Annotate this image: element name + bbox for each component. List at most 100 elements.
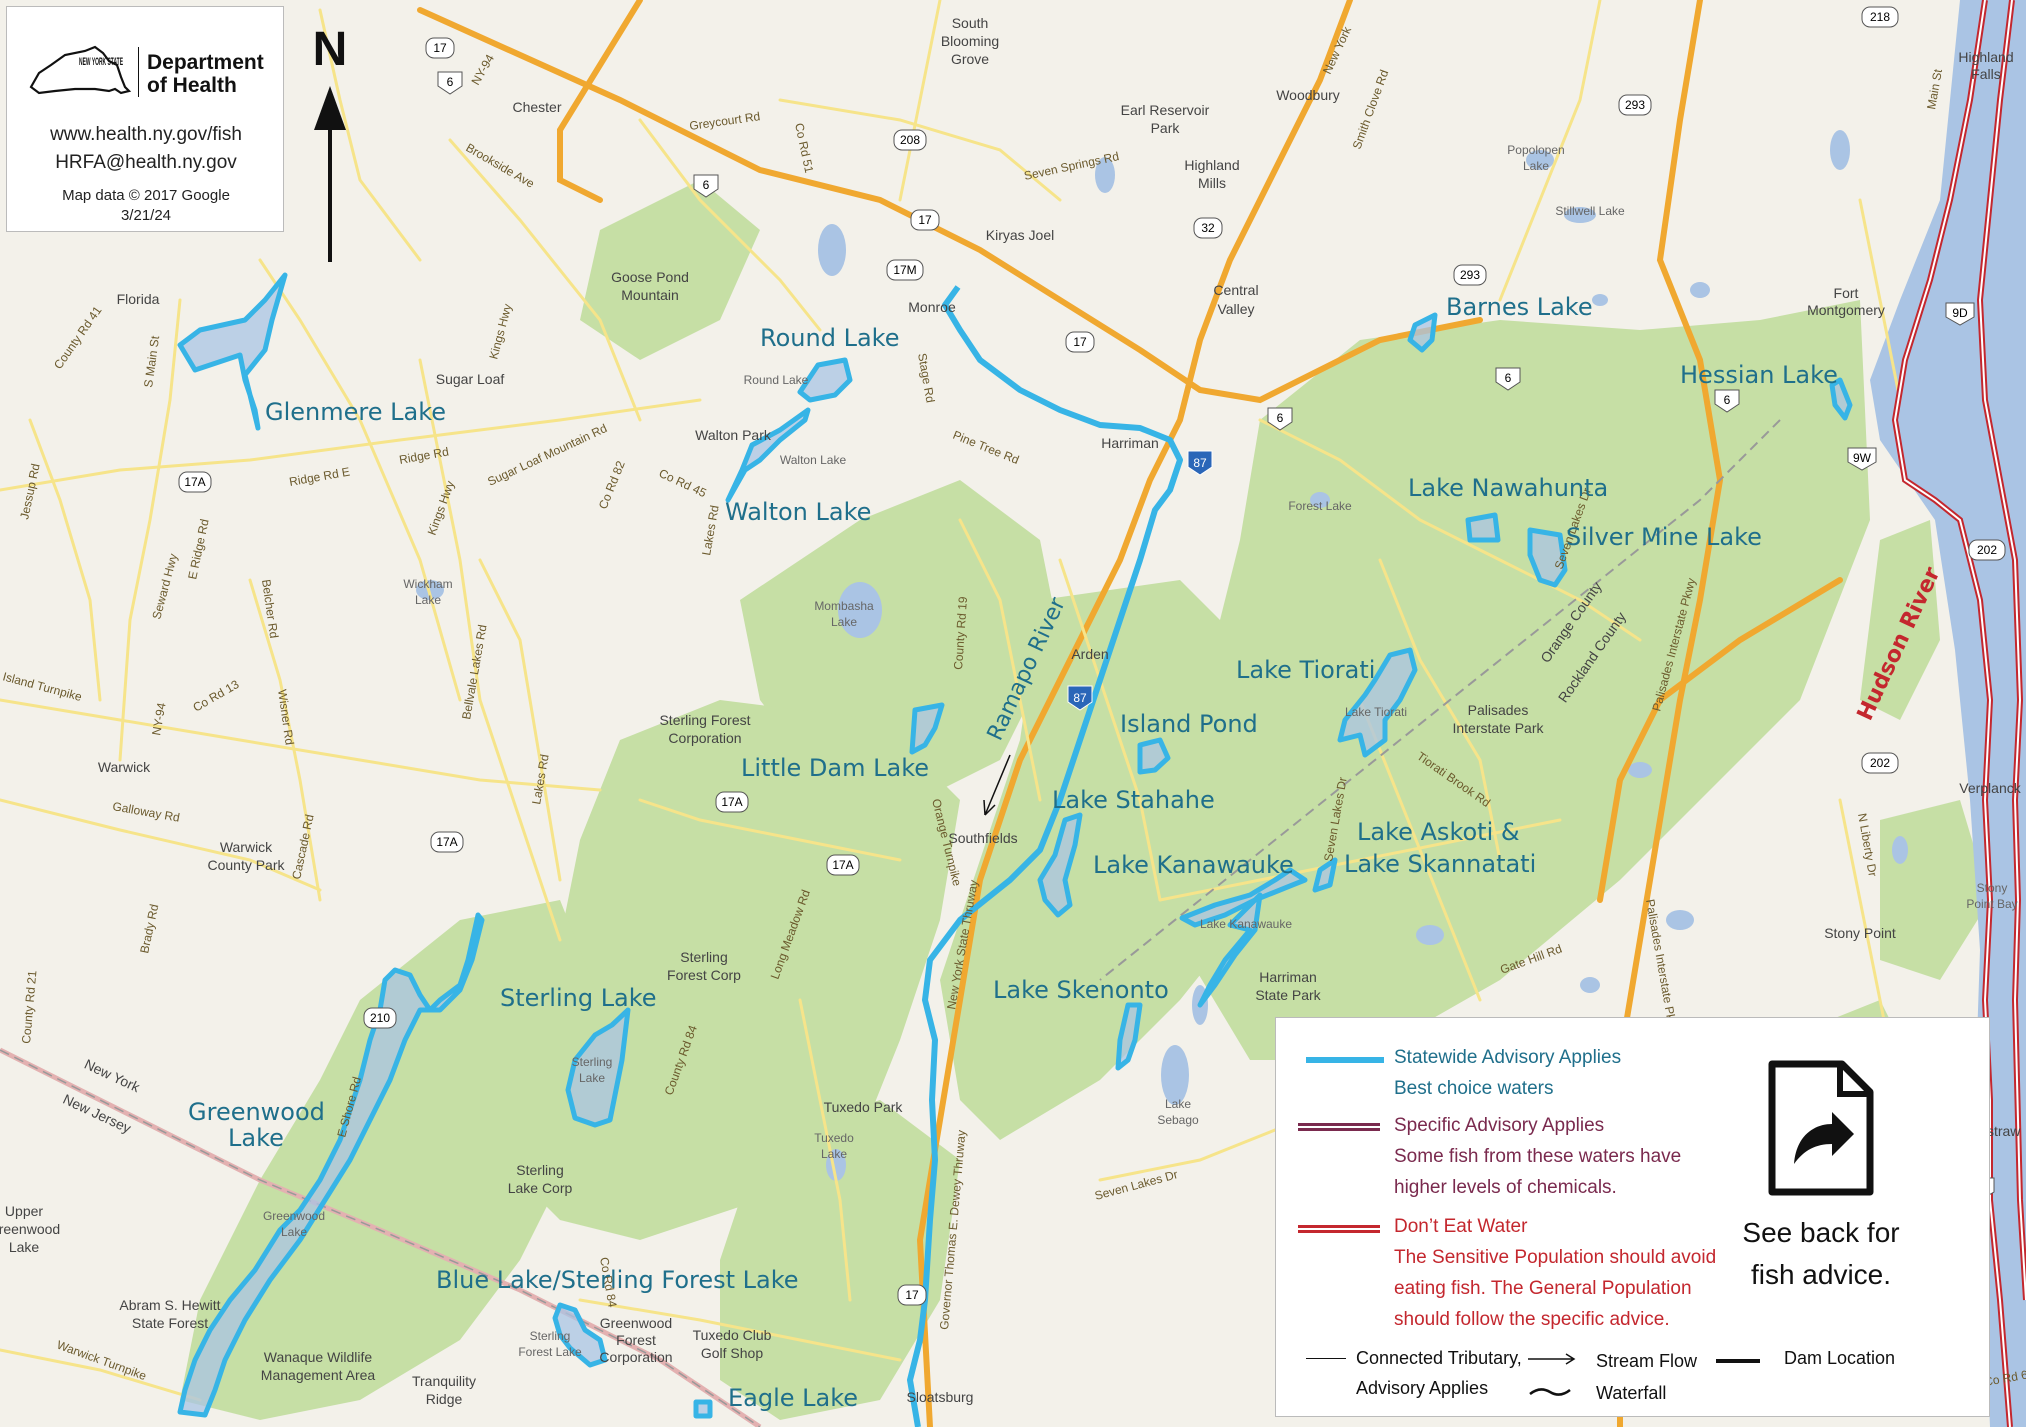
lake-stahahe-outline bbox=[1037, 812, 1083, 918]
label-lake-skenonto: Lake Skenonto bbox=[993, 976, 1169, 1004]
svg-text:Southfields: Southfields bbox=[948, 830, 1017, 846]
glenmere-lake-outline bbox=[177, 272, 288, 431]
svg-text:Lake: Lake bbox=[9, 1239, 40, 1255]
legend-specific-desc2: higher levels of chemicals. bbox=[1394, 1177, 1617, 1198]
svg-text:Valley: Valley bbox=[1217, 301, 1254, 317]
svg-text:County Park: County Park bbox=[207, 857, 285, 873]
lake-kanawauke-outline bbox=[1179, 867, 1308, 928]
svg-text:Sterling Forest: Sterling Forest bbox=[659, 712, 750, 728]
svg-text:Monroe: Monroe bbox=[908, 299, 956, 315]
lake-tiorati-outline bbox=[1337, 647, 1418, 758]
label-silver-mine-lake: Silver Mine Lake bbox=[1566, 523, 1762, 551]
north-label: N bbox=[312, 23, 348, 76]
label-walton-lake: Walton Lake bbox=[725, 498, 871, 526]
dam-location-icon bbox=[1716, 1359, 1760, 1363]
north-arrow: N bbox=[300, 22, 360, 262]
svg-text:Montgomery: Montgomery bbox=[1807, 302, 1885, 318]
hudson-river-advisory bbox=[1891, 0, 2026, 1427]
logo-state-text: NEW YORK STATE bbox=[79, 56, 123, 68]
svg-text:Verplanck: Verplanck bbox=[1959, 780, 2021, 796]
svg-text:Walton Lake: Walton Lake bbox=[780, 453, 847, 467]
svg-text:87: 87 bbox=[1193, 456, 1207, 470]
label-lake-kanawauke: Lake Kanawauke bbox=[1093, 851, 1294, 879]
blue-lake-outline bbox=[552, 1302, 608, 1368]
document-share-icon[interactable] bbox=[1766, 1058, 1876, 1198]
legend-statewide-line bbox=[1306, 1057, 1384, 1063]
svg-text:Falls: Falls bbox=[1971, 66, 2001, 82]
svg-text:Lake: Lake bbox=[1523, 159, 1549, 173]
lake-skannatati-outline bbox=[1197, 892, 1263, 1008]
north-arrow-icon bbox=[314, 86, 346, 262]
legend-dam-label: Dam Location bbox=[1784, 1348, 1896, 1368]
svg-text:Forest Corp: Forest Corp bbox=[667, 967, 741, 983]
legend-statewide-desc: Best choice waters bbox=[1394, 1078, 1554, 1099]
label-lake-askoti: Lake Askoti & bbox=[1357, 818, 1520, 846]
svg-text:Walton Park: Walton Park bbox=[695, 427, 772, 443]
see-back-line1: See back for bbox=[1742, 1217, 1900, 1248]
svg-text:Fort: Fort bbox=[1834, 285, 1859, 301]
svg-text:208: 208 bbox=[900, 133, 920, 147]
label-greenwood: Greenwood bbox=[188, 1098, 325, 1126]
svg-text:Sugar Loaf: Sugar Loaf bbox=[436, 371, 505, 387]
lake-askoti-outline bbox=[1312, 857, 1338, 893]
svg-text:Ridge: Ridge bbox=[426, 1391, 463, 1407]
svg-text:Lake Kanawauke: Lake Kanawauke bbox=[1200, 917, 1292, 931]
svg-text:Sebago: Sebago bbox=[1157, 1113, 1199, 1127]
svg-text:Central: Central bbox=[1213, 282, 1258, 298]
svg-text:87: 87 bbox=[1073, 691, 1087, 705]
svg-text:State Forest: State Forest bbox=[132, 1315, 208, 1331]
svg-text:Sterling: Sterling bbox=[572, 1055, 613, 1069]
svg-text:Lake: Lake bbox=[821, 1147, 847, 1161]
svg-text:32: 32 bbox=[1201, 221, 1215, 235]
svg-text:17A: 17A bbox=[436, 835, 457, 849]
svg-text:Lake: Lake bbox=[415, 593, 441, 607]
svg-text:Grove: Grove bbox=[951, 51, 989, 67]
silver-mine-lake-outline bbox=[1527, 527, 1568, 588]
svg-text:Stillwell Lake: Stillwell Lake bbox=[1555, 204, 1625, 218]
label-hessian-lake: Hessian Lake bbox=[1680, 361, 1838, 389]
svg-text:Corporation: Corporation bbox=[599, 1349, 672, 1365]
label-little-dam-lake: Little Dam Lake bbox=[741, 754, 929, 782]
svg-text:Point Bay: Point Bay bbox=[1966, 897, 2017, 911]
svg-text:Goose Pond: Goose Pond bbox=[611, 269, 689, 285]
svg-text:Corporation: Corporation bbox=[668, 730, 741, 746]
svg-text:Lake Corp: Lake Corp bbox=[508, 1180, 573, 1196]
svg-text:17A: 17A bbox=[832, 858, 853, 872]
lake-skenonto-outline bbox=[1115, 1002, 1143, 1071]
highways bbox=[417, 0, 1843, 1427]
contact-email[interactable]: HRFA@health.ny.gov bbox=[55, 152, 237, 173]
little-dam-lake-outline bbox=[909, 702, 945, 755]
svg-text:Sterling: Sterling bbox=[680, 949, 727, 965]
svg-text:Abram S. Hewitt: Abram S. Hewitt bbox=[119, 1297, 220, 1313]
svg-text:6: 6 bbox=[1277, 411, 1284, 425]
legend-donteat-label: Don’t Eat Water bbox=[1394, 1216, 1528, 1237]
svg-text:Mountain: Mountain bbox=[621, 287, 679, 303]
legend-tributary-label2: Advisory Applies bbox=[1356, 1378, 1489, 1398]
legend-specific-label: Specific Advisory Applies bbox=[1394, 1115, 1605, 1136]
legend-statewide-label: Statewide Advisory Applies bbox=[1394, 1047, 1622, 1068]
legend-tributary-line bbox=[1306, 1358, 1346, 1359]
walton-lake-outline bbox=[725, 407, 811, 503]
svg-text:South: South bbox=[952, 15, 989, 31]
svg-text:Tuxedo Park: Tuxedo Park bbox=[824, 1099, 904, 1115]
svg-text:Stony: Stony bbox=[1977, 881, 2008, 895]
department-name: Department of Health bbox=[147, 51, 264, 97]
website-url[interactable]: www.health.ny.gov/fish bbox=[50, 124, 242, 145]
barnes-lake-outline bbox=[1407, 312, 1438, 353]
route-shields: 17 6 208 6 17 17M 17 32 293 293 6 6 6 9W… bbox=[178, 6, 2006, 1306]
waterfall-icon bbox=[1529, 1388, 1571, 1396]
svg-text:17M: 17M bbox=[893, 263, 916, 277]
svg-text:Interstate Park: Interstate Park bbox=[1452, 720, 1544, 736]
svg-text:Tuxedo Club: Tuxedo Club bbox=[693, 1327, 772, 1343]
stream-flow-arrow bbox=[983, 754, 1011, 816]
label-island-pond: Island Pond bbox=[1120, 710, 1258, 738]
svg-text:6: 6 bbox=[1724, 393, 1731, 407]
label-glenmere-lake: Glenmere Lake bbox=[265, 398, 446, 426]
label-blue-lake: Blue Lake/Sterling Forest Lake bbox=[436, 1266, 799, 1294]
svg-text:Popolopen: Popolopen bbox=[1507, 143, 1564, 157]
svg-text:Sloatsburg: Sloatsburg bbox=[907, 1389, 974, 1405]
legend-box: Statewide Advisory Applies Best choice w… bbox=[1275, 1017, 1990, 1417]
legend-donteat-desc2: eating fish. The General Population bbox=[1394, 1278, 1692, 1299]
legend-streamflow-label: Stream Flow bbox=[1596, 1351, 1698, 1371]
